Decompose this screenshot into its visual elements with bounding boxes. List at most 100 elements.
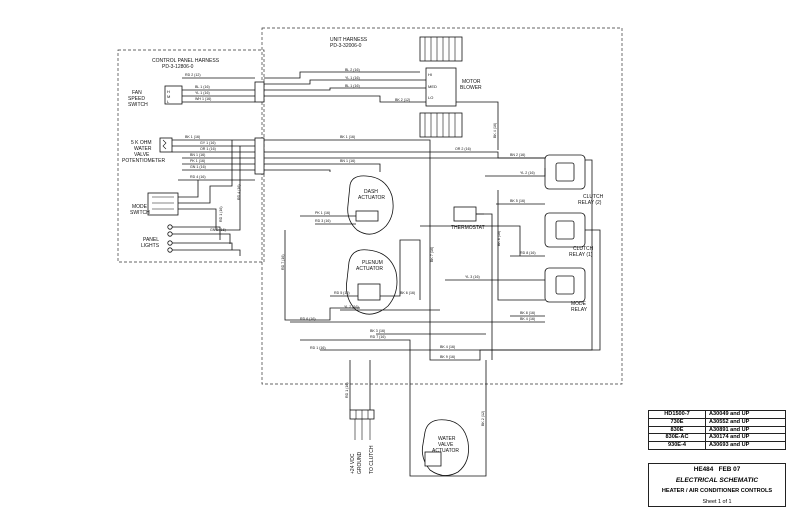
svg-text:ACTUATOR: ACTUATOR — [432, 448, 459, 454]
svg-text:RD 4 (16): RD 4 (16) — [237, 184, 241, 200]
svg-text:PLENUM: PLENUM — [362, 260, 383, 266]
svg-text:RD 1 (16): RD 1 (16) — [310, 346, 326, 350]
svg-text:VALVE: VALVE — [438, 442, 454, 448]
svg-text:ACTUATOR: ACTUATOR — [358, 195, 385, 201]
svg-text:RD 7 (16): RD 7 (16) — [281, 254, 285, 270]
svg-text:MODE: MODE — [132, 204, 148, 210]
svg-text:BK 4 (16): BK 4 (16) — [440, 345, 455, 349]
dash-actuator: DASH ACTUATOR — [347, 175, 394, 235]
connector-block-upper — [254, 81, 265, 103]
svg-text:H: H — [167, 89, 170, 94]
svg-text:BK 2 (12): BK 2 (12) — [395, 98, 410, 102]
svg-text:5 K OHM: 5 K OHM — [131, 140, 152, 146]
svg-text:BK 1 (16): BK 1 (16) — [185, 135, 200, 139]
svg-text:BK 8 (16): BK 8 (16) — [520, 311, 535, 315]
svg-text:YL 1 (16): YL 1 (16) — [195, 91, 210, 95]
mode-switch: MODE SWITCH — [130, 192, 179, 216]
svg-text:M: M — [167, 94, 170, 99]
svg-text:RD 3 (16): RD 3 (16) — [315, 219, 331, 223]
wire-labels: RD 2 (12) BL 1 (16) YL 1 (16) WH 1 (16) … — [185, 68, 536, 426]
svg-text:PK 1 (16): PK 1 (16) — [315, 211, 330, 215]
svg-text:PK 1 (16): PK 1 (16) — [190, 159, 205, 163]
svg-text:L: L — [167, 99, 170, 104]
water-valve-actuator: WATER VALVE ACTUATOR — [421, 419, 469, 476]
doc-date: FEB 07 — [718, 466, 741, 473]
control-harness-pn: PD-3-12806-0 — [162, 64, 194, 70]
unit-harness-boundary — [261, 27, 623, 385]
doc-id-line: HE484 FEB 07 — [649, 465, 785, 476]
panel-lights: PANEL LIGHTS — [141, 224, 173, 253]
svg-text:BL 2 (16): BL 2 (16) — [345, 68, 360, 72]
svg-text:BK 6 (16): BK 6 (16) — [400, 291, 415, 295]
svg-text:RD 2 (12): RD 2 (12) — [185, 73, 201, 77]
fan-speed-switch: H M L FAN SPEED SWITCH — [128, 85, 183, 108]
svg-text:OR 1 (16): OR 1 (16) — [200, 147, 216, 151]
svg-text:BN 2 (16): BN 2 (16) — [510, 153, 525, 157]
wiring — [172, 71, 601, 477]
svg-text:YL 1 (16): YL 1 (16) — [345, 76, 360, 80]
svg-text:ACTUATOR: ACTUATOR — [356, 266, 383, 272]
svg-text:BK 3 (16): BK 3 (16) — [370, 329, 385, 333]
svg-text:YL 3 (16): YL 3 (16) — [465, 275, 480, 279]
svg-text:RD 6 (16): RD 6 (16) — [300, 317, 316, 321]
svg-text:CLUTCH: CLUTCH — [573, 246, 594, 252]
unit-harness-title: UNIT HARNESS — [330, 37, 368, 43]
title-block: HE484 FEB 07 ELECTRICAL SCHEMATIC HEATER… — [648, 463, 786, 507]
drawing-title: ELECTRICAL SCHEMATIC — [675, 476, 759, 484]
svg-text:BK 7 (16): BK 7 (16) — [430, 247, 434, 262]
svg-text:RD 5 (16): RD 5 (16) — [334, 291, 350, 295]
svg-text:HI: HI — [428, 72, 432, 77]
svg-text:BLOWER: BLOWER — [460, 85, 482, 91]
thermostat: THERMOSTAT — [451, 206, 485, 231]
svg-text:GY 1 (16): GY 1 (16) — [200, 141, 216, 145]
drawing-subtitle: HEATER / AIR CONDITIONER CONTROLS — [661, 488, 773, 494]
external-connector: +24 VDC GROUND TO CLUTCH — [349, 409, 375, 474]
svg-text:LIGHTS: LIGHTS — [141, 243, 160, 249]
svg-text:BK 8 (16): BK 8 (16) — [497, 231, 501, 246]
svg-text:SWITCH: SWITCH — [128, 102, 148, 108]
unit-harness-pn: PD-3-32006-0 — [330, 43, 362, 49]
svg-text:POTENTIOMETER: POTENTIOMETER — [122, 158, 165, 164]
svg-text:RELAY (1): RELAY (1) — [569, 252, 593, 258]
svg-text:WATER: WATER — [134, 146, 152, 152]
clutch-relay-1: CLUTCH RELAY (1) — [544, 212, 594, 258]
svg-text:OR 2 (16): OR 2 (16) — [455, 147, 471, 151]
control-harness-title: CONTROL PANEL HARNESS — [152, 58, 220, 64]
svg-text:GN 1 (16): GN 1 (16) — [190, 165, 206, 169]
svg-text:BL 1 (16): BL 1 (16) — [345, 84, 360, 88]
svg-text:RELAY (2): RELAY (2) — [578, 200, 602, 206]
svg-text:BK 4 (16): BK 4 (16) — [520, 317, 535, 321]
svg-text:YL 2 (16): YL 2 (16) — [344, 305, 359, 309]
svg-text:MOTOR: MOTOR — [462, 79, 481, 85]
svg-text:BK 5 (16): BK 5 (16) — [510, 199, 525, 203]
svg-text:DASH: DASH — [364, 189, 378, 195]
svg-text:BK 1 (16): BK 1 (16) — [340, 135, 355, 139]
svg-text:BN 1 (16): BN 1 (16) — [340, 159, 355, 163]
clutch-relay-2: CLUTCH RELAY (2) — [544, 154, 604, 206]
water-valve-potentiometer: 5 K OHM WATER VALVE POTENTIOMETER — [122, 137, 173, 164]
svg-text:RD 8 (16): RD 8 (16) — [520, 251, 536, 255]
mode-relay: MODE RELAY — [544, 267, 588, 313]
svg-text:YL 2 (16): YL 2 (16) — [520, 171, 535, 175]
svg-text:PANEL: PANEL — [143, 237, 159, 243]
svg-text:THERMOSTAT: THERMOSTAT — [451, 225, 485, 231]
doc-number: HE484 — [693, 466, 714, 473]
svg-text:LO: LO — [428, 95, 433, 100]
sheet-number: Sheet 1 of 1 — [702, 498, 732, 505]
plenum-actuator: PLENUM ACTUATOR — [346, 249, 398, 315]
svg-text:BK 9 (16): BK 9 (16) — [440, 355, 455, 359]
svg-text:CLUTCH: CLUTCH — [583, 194, 604, 200]
svg-text:VALVE: VALVE — [134, 152, 150, 158]
svg-text:GN 2 (16): GN 2 (16) — [210, 228, 226, 232]
svg-text:BL 1 (16): BL 1 (16) — [195, 85, 210, 89]
svg-text:TO CLUTCH: TO CLUTCH — [369, 445, 375, 474]
svg-text:+24 VDC: +24 VDC — [350, 453, 356, 474]
svg-text:RD 7 (16): RD 7 (16) — [370, 335, 386, 339]
